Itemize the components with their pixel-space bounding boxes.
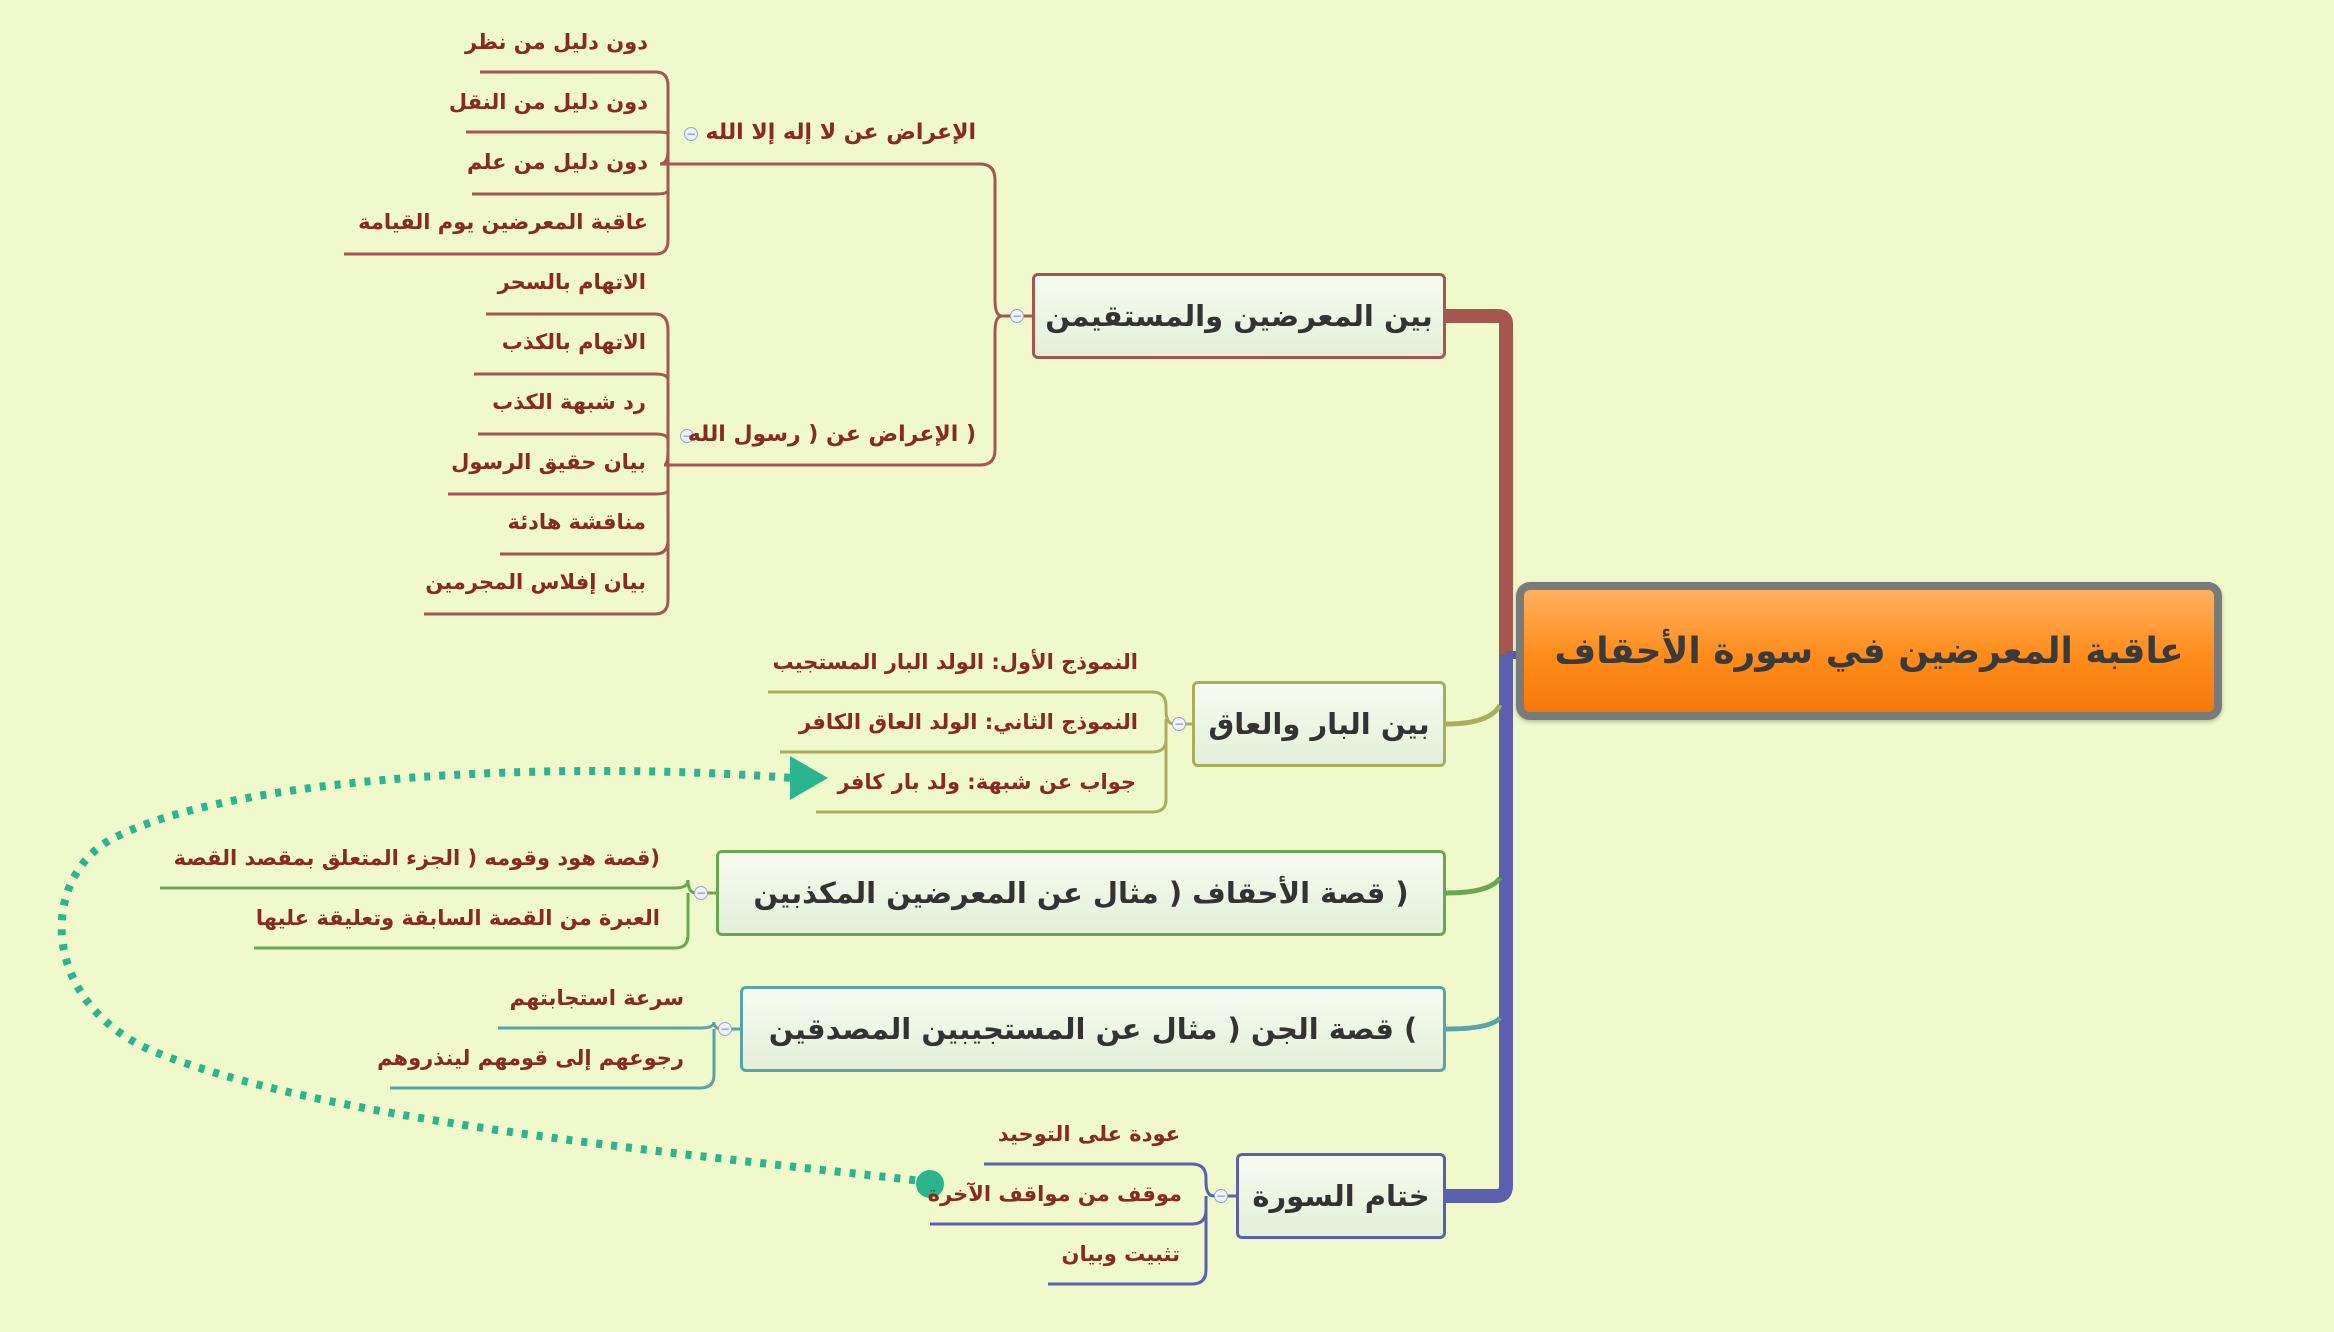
connector-branch-3 (1445, 876, 1503, 896)
leaf-b5-2[interactable]: موقف من مواقف الآخرة (927, 1182, 1182, 1206)
collapse-toggle-minus-icon-b1[interactable]: − (1010, 309, 1024, 323)
branch-label-4: ) قصة الجن ( مثال عن المستجيبين المصدقين (768, 1012, 1418, 1046)
collapse-toggle-minus-icon-b3[interactable]: − (694, 886, 708, 900)
branch-label-1: بين المعرضين والمستقيمن (1045, 299, 1433, 333)
leaf-b4-2[interactable]: رجوعهم إلى قومهم لينذروهم (377, 1046, 684, 1070)
connector-b3-leaves (160, 879, 716, 950)
leaf-b3-2[interactable]: العبرة من القصة السابقة وتعليقة عليها (255, 906, 660, 930)
leaf-b5-3[interactable]: تثبيت وبيان (1061, 1242, 1180, 1266)
leaf-sub2-3[interactable]: رد شبهة الكذب (492, 390, 646, 414)
subbranch-label-1[interactable]: الإعراض عن لا إله إلا الله (705, 120, 976, 145)
branch-label-3: ( قصة الأحقاف ( مثال عن المعرضين المكذبي… (753, 876, 1409, 910)
leaf-sub1-3[interactable]: دون دليل من علم (467, 150, 648, 174)
connector-b1-subs (678, 162, 1032, 467)
relationship-arrow-icon (790, 756, 828, 800)
leaf-sub2-5[interactable]: مناقشة هادئة (507, 510, 646, 534)
branch-node-1[interactable]: بين المعرضين والمستقيمن (1032, 273, 1446, 359)
branch-label-5: ختام السورة (1252, 1179, 1430, 1213)
connector-sub1-leaves (344, 70, 678, 256)
collapse-toggle-minus-icon-sub1[interactable]: − (684, 127, 698, 141)
root-label: عاقبة المعرضين في سورة الأحقاف (1554, 630, 2184, 672)
trunk-upper (1446, 309, 1513, 655)
leaf-b5-1[interactable]: عودة على التوحيد (997, 1122, 1180, 1146)
relationship-line (57, 766, 931, 1186)
leaf-b4-1[interactable]: سرعة استجابتهم (509, 986, 684, 1010)
leaf-b2-3[interactable]: جواب عن شبهة: ولد بار كافر (837, 770, 1136, 794)
leaf-b2-2[interactable]: النموذج الثاني: الولد العاق الكافر (799, 710, 1138, 734)
subbranch-label-2[interactable]: ( الإعراض عن ( رسول الله (687, 422, 976, 447)
leaf-b3-1[interactable]: (قصة هود وقومه ( الجزء المتعلق بمقصد الق… (173, 846, 660, 870)
branch-node-5[interactable]: ختام السورة (1236, 1153, 1446, 1239)
branch-node-4[interactable]: ) قصة الجن ( مثال عن المستجيبين المصدقين (740, 986, 1446, 1072)
collapse-toggle-minus-icon-b2[interactable]: − (1172, 717, 1186, 731)
leaf-sub2-6[interactable]: بيان إفلاس المجرمين (425, 570, 646, 594)
leaf-sub1-1[interactable]: دون دليل من نظر (465, 30, 648, 54)
collapse-toggle-minus-icon-b4[interactable]: − (718, 1022, 732, 1036)
leaf-sub2-2[interactable]: الاتهام بالكذب (501, 330, 646, 354)
leaf-sub2-1[interactable]: الاتهام بالسحر (497, 270, 646, 294)
trunk-lower (1446, 655, 1513, 1203)
root-topic[interactable]: عاقبة المعرضين في سورة الأحقاف (1516, 582, 2222, 720)
branch-node-2[interactable]: بين البار والعاق (1192, 681, 1446, 767)
collapse-toggle-minus-icon-b5[interactable]: − (1214, 1189, 1228, 1203)
relationship-start-dot-icon (916, 1170, 944, 1198)
connector-b2-leaves (768, 690, 1192, 814)
branch-node-3[interactable]: ( قصة الأحقاف ( مثال عن المعرضين المكذبي… (716, 850, 1446, 936)
leaf-sub1-2[interactable]: دون دليل من النقل (448, 90, 648, 114)
leaf-sub2-4[interactable]: بيان حقيق الرسول (451, 450, 646, 474)
leaf-sub1-4[interactable]: عاقبة المعرضين يوم القيامة (358, 210, 648, 234)
collapse-toggle-minus-icon-sub2[interactable]: − (680, 429, 694, 443)
branch-label-2: بين البار والعاق (1208, 707, 1430, 741)
leaf-b2-1[interactable]: النموذج الأول: الولد البار المستجيب (772, 650, 1138, 674)
connector-b5-leaves (930, 1162, 1236, 1286)
connector-branch-2 (1445, 703, 1503, 727)
connector-branch-4 (1445, 1016, 1502, 1032)
connector-sub2-leaves (424, 312, 680, 616)
